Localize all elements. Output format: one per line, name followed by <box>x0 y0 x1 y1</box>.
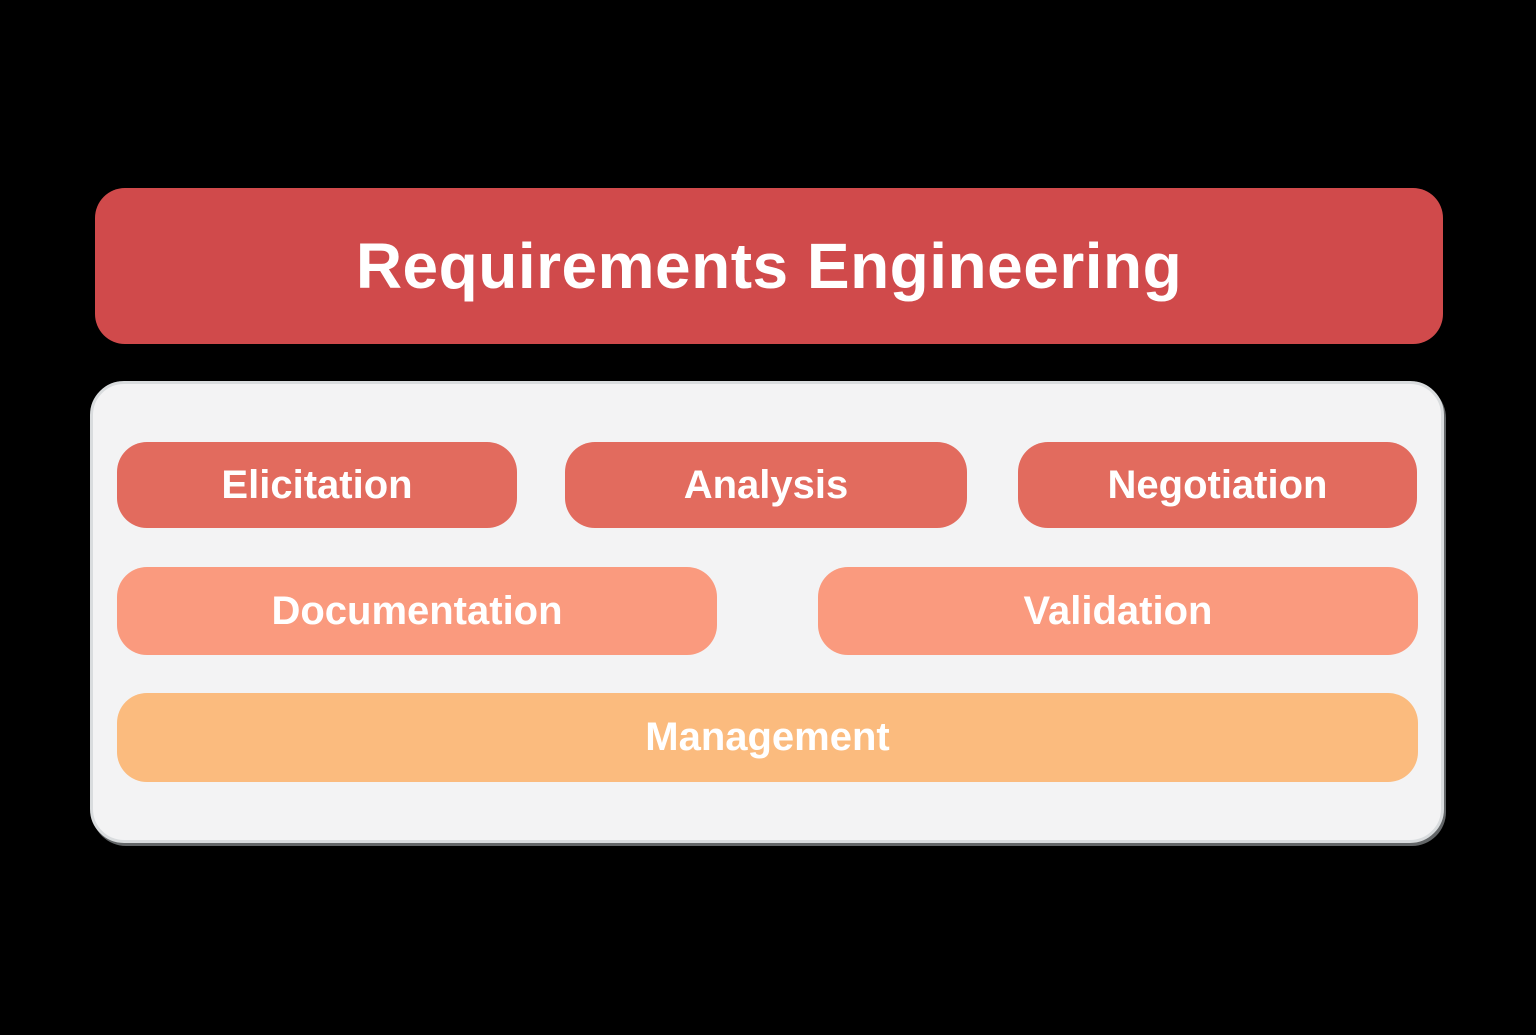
title-banner: Requirements Engineering <box>95 188 1443 344</box>
diagram-title: Requirements Engineering <box>355 230 1183 302</box>
node-management: Management <box>117 693 1418 782</box>
node-management-label: Management <box>645 715 890 759</box>
node-documentation-label: Documentation <box>271 588 563 633</box>
node-elicitation: Elicitation <box>117 442 517 528</box>
node-analysis: Analysis <box>565 442 967 528</box>
node-elicitation-label: Elicitation <box>221 462 413 507</box>
node-validation-label: Validation <box>1023 588 1213 633</box>
node-analysis-label: Analysis <box>683 462 849 507</box>
node-negotiation: Negotiation <box>1018 442 1417 528</box>
activities-panel: Elicitation Analysis Negotiation Documen… <box>90 381 1444 843</box>
node-validation: Validation <box>818 567 1418 655</box>
node-negotiation-label: Negotiation <box>1107 462 1328 507</box>
node-documentation: Documentation <box>117 567 717 655</box>
